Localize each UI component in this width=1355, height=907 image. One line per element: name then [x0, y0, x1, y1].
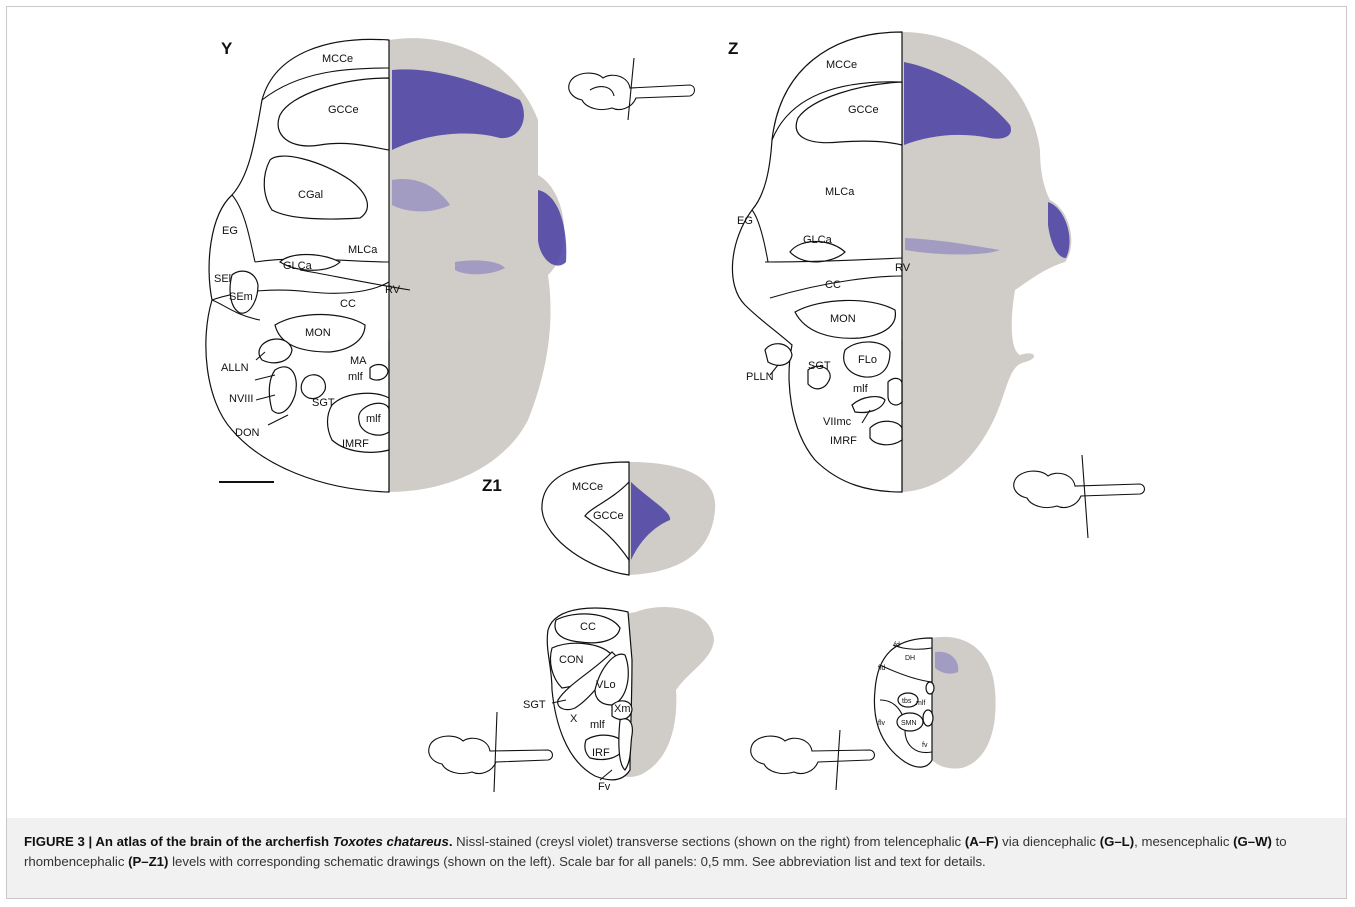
panel-label-z1: Z1 [482, 476, 502, 496]
panel-lower-right-label-mlf: mlf [916, 700, 925, 707]
panel-lower-left-label-fv: Fv [598, 781, 611, 793]
panel-y-label-eg: EG [222, 225, 238, 237]
panel-lower-right-label-fv: fv [922, 742, 928, 749]
panel-y-label-mlf-small: mlf [348, 371, 364, 383]
caption-ref-rhombencephalic: (P–Z1) [128, 854, 168, 869]
panel-lower-right-label-smn: SMN [901, 720, 917, 727]
panel-z-label-mlf: mlf [853, 383, 869, 395]
panel-lower-left-label-cc: CC [580, 621, 596, 633]
panel-y-label-imrf: IMRF [342, 438, 369, 450]
caption-text-1: Nissl-stained (creysl violet) transverse… [452, 834, 964, 849]
panel-y-label-mlca: MLCa [348, 244, 378, 256]
caption-ref-telencephalic: (A–F) [965, 834, 999, 849]
panel-label-z: Z [728, 39, 738, 59]
panel-y-label-glca: GLCa [283, 260, 313, 272]
panel-z-label-mlca: MLCa [825, 186, 855, 198]
panel-lower-right-label-dh: DH [905, 655, 915, 662]
panel-z-label-gcce: GCCe [848, 104, 879, 116]
panel-z-label-viimc: VIImc [823, 416, 852, 428]
panel-lower-right-label-flv: flv [878, 720, 886, 727]
panel-y-label-cgal: CGal [298, 189, 323, 201]
panel-z-label-plln: PLLN [746, 371, 774, 383]
panel-y-label-mon: MON [305, 327, 331, 339]
brain-atlas-figure: MCCe GCCe CGal EG MLCa GLCa SEl SEm CC R… [0, 0, 1355, 818]
caption-text-3: , mesencephalic [1134, 834, 1233, 849]
panel-y-mlf-small [370, 365, 388, 380]
panel-z-section: MCCe GCCe MLCa EG GLCa RV CC MON PLLN SG… [732, 32, 1071, 492]
panel-y-label-gcce: GCCe [328, 104, 359, 116]
caption-species: Toxotes chatareus [333, 834, 449, 849]
fish-sketch-icon [751, 730, 875, 790]
panel-lower-right-mlf-small [926, 682, 934, 694]
panel-y-label-cc: CC [340, 298, 356, 310]
panel-y-alln [259, 339, 292, 363]
panel-label-y: Y [221, 39, 232, 59]
panel-z-label-glca: GLCa [803, 234, 833, 246]
panel-lower-left-label-irf: IRF [592, 747, 610, 759]
panel-y-label-don: DON [235, 427, 260, 439]
panel-z-mlf [888, 378, 902, 405]
panel-z-label-cc: CC [825, 279, 841, 291]
caption-ref-mesencephalic: (G–W) [1233, 834, 1272, 849]
panel-lower-left-label-x: X [570, 713, 578, 725]
caption-text-5: levels with corresponding schematic draw… [168, 854, 985, 869]
panel-lower-left-label-con: CON [559, 654, 584, 666]
panel-z1-label-gcce: GCCe [593, 510, 624, 522]
panel-lower-left-section: CC CON SGT VLo Xm X mlf IRF Fv [523, 607, 714, 793]
panel-z-label-imrf: IMRF [830, 435, 857, 447]
panel-z1-section: MCCe GCCe [542, 462, 715, 575]
panel-z-label-sgt: SGT [808, 360, 831, 372]
panel-y-label-ma: MA [350, 355, 367, 367]
panel-z-imrf [870, 421, 902, 445]
panel-y-label-sel: SEl [214, 273, 231, 285]
caption-ref-diencephalic: (G–L) [1100, 834, 1134, 849]
panel-z-label-flo: FLo [858, 354, 877, 366]
caption-label: FIGURE 3 | An atlas of the brain of the … [24, 834, 333, 849]
panel-y-label-mcce: MCCe [322, 53, 353, 65]
panel-lower-left-label-vlo: VLo [596, 679, 616, 691]
panel-lower-right-label-fd: fd [894, 642, 900, 649]
panel-lower-right-label-tbs: tbs [902, 698, 912, 705]
caption-text-2: via diencephalic [999, 834, 1100, 849]
fish-sketch-icon [569, 58, 695, 120]
panel-lower-right-section: fd DH fld tbs mlf flv SMN fv [874, 637, 995, 769]
panel-lower-right-label-fld: fld [878, 665, 886, 672]
panel-y-section: MCCe GCCe CGal EG MLCa GLCa SEl SEm CC R… [206, 38, 566, 492]
fish-sketch-icon [1014, 455, 1145, 538]
panel-lower-right-mlf [923, 710, 933, 726]
panel-z-label-rv: RV [895, 262, 911, 274]
panel-y-label-nviii: NVIII [229, 393, 253, 405]
panel-lower-left-label-sgt: SGT [523, 699, 546, 711]
panel-y-label-sgt: SGT [312, 397, 335, 409]
panel-y-label-mlf: mlf [366, 413, 382, 425]
panel-z-label-eg: EG [737, 215, 753, 227]
fish-sketch-icon [429, 712, 553, 792]
panel-z-label-mon: MON [830, 313, 856, 325]
panel-lower-left-label-mlf: mlf [590, 719, 606, 731]
panel-z1-label-mcce: MCCe [572, 481, 603, 493]
panel-z-label-mcce: MCCe [826, 59, 857, 71]
panel-y-label-rv: RV [385, 284, 401, 296]
panel-y-sgt [301, 375, 325, 399]
panel-y-label-sem: SEm [229, 291, 253, 303]
panel-lower-left-label-xm: Xm [614, 703, 631, 715]
panel-y-label-alln: ALLN [221, 362, 249, 374]
panel-z-plln [765, 344, 792, 366]
figure-caption: FIGURE 3 | An atlas of the brain of the … [24, 832, 1334, 872]
